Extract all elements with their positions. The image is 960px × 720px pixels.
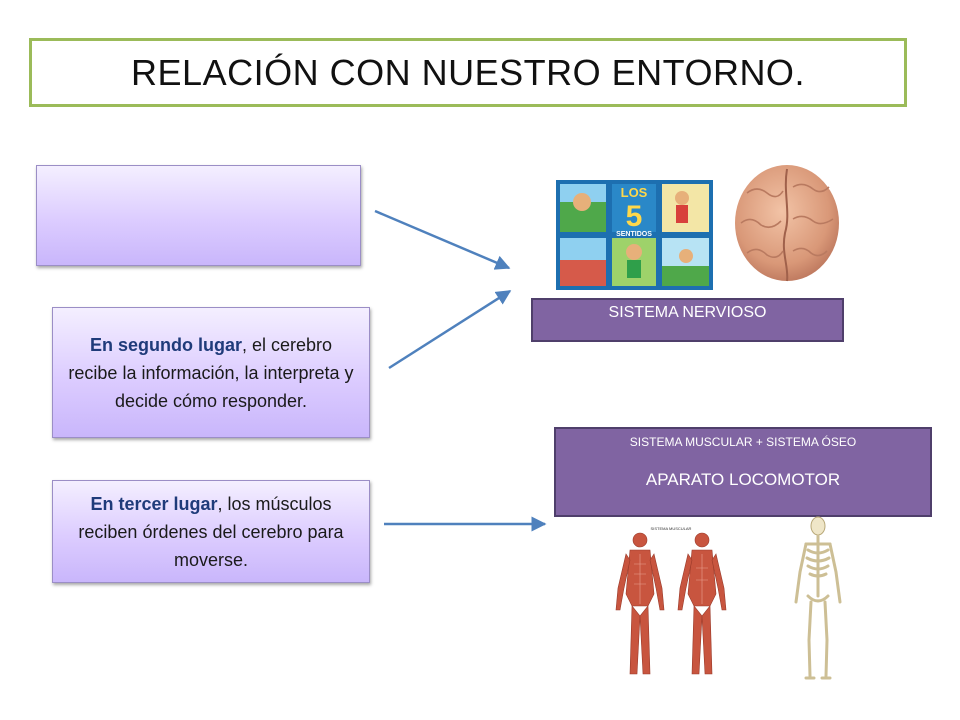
step-1-box	[36, 165, 361, 266]
step-3-box: En tercer lugar, los músculos reciben ór…	[52, 480, 370, 583]
brain-image	[735, 165, 839, 282]
step-3-lead: En tercer lugar	[90, 493, 218, 514]
arrow-step-1	[374, 209, 511, 270]
nervous-system-box: SISTEMA NERVIOSO	[531, 298, 844, 342]
muscle-chart-caption: SISTEMA MUSCULAR	[651, 526, 692, 531]
poster-title-word: SENTIDOS	[616, 231, 652, 238]
five-senses-poster-image: LOS 5 SENTIDOS	[556, 180, 713, 290]
step-2-text: En segundo lugar, el cerebro recibe la i…	[65, 331, 357, 415]
poster-title-top: LOS	[621, 185, 648, 200]
title-box: RELACIÓN CON NUESTRO ENTORNO.	[29, 38, 907, 107]
step-3-text: En tercer lugar, los músculos reciben ór…	[65, 490, 357, 574]
muscular-system-image: SISTEMA MUSCULAR	[606, 524, 736, 682]
arrow-step-2	[388, 289, 512, 370]
skeleton-image	[794, 516, 842, 680]
step-2-lead: En segundo lugar	[89, 334, 242, 355]
locomotor-subtitle: SISTEMA MUSCULAR + SISTEMA ÓSEO	[629, 435, 857, 449]
locomotor-label: APARATO LOCOMOTOR	[645, 470, 841, 489]
page-title: RELACIÓN CON NUESTRO ENTORNO.	[131, 51, 805, 93]
step-2-rest: , el cerebro recibe la información, la i…	[68, 334, 354, 411]
step-3-rest: , los músculos reciben órdenes del cereb…	[78, 493, 344, 570]
poster-title-number: 5	[626, 200, 643, 233]
nervous-system-label: SISTEMA NERVIOSO	[608, 304, 767, 321]
locomotor-box: SISTEMA MUSCULAR + SISTEMA ÓSEO APARATO …	[554, 427, 932, 517]
step-2-box: En segundo lugar, el cerebro recibe la i…	[52, 307, 370, 438]
